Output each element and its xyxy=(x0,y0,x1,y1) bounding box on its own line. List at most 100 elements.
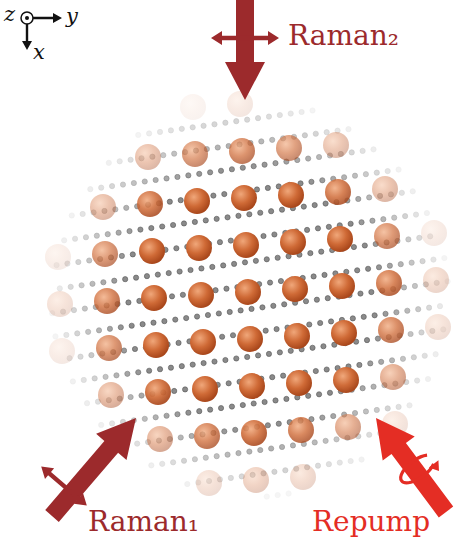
lattice-site xyxy=(181,458,186,463)
lattice-site xyxy=(229,167,234,172)
lattice-site xyxy=(121,348,126,353)
lattice-site xyxy=(413,212,418,217)
lattice-site xyxy=(133,275,138,280)
atom xyxy=(141,285,167,311)
lattice-site xyxy=(419,330,424,335)
lattice-site xyxy=(177,269,182,274)
lattice-site xyxy=(375,336,380,341)
lattice-site xyxy=(283,468,288,473)
lattice-site xyxy=(160,461,165,466)
lattice-site xyxy=(179,126,184,131)
lattice-site xyxy=(394,310,399,315)
lattice-site xyxy=(172,388,177,393)
lattice-site xyxy=(186,410,191,415)
lattice-site xyxy=(179,364,184,369)
lattice-site xyxy=(323,438,328,443)
lattice-site xyxy=(155,272,160,277)
lattice-site xyxy=(75,331,80,336)
lattice-site xyxy=(270,137,275,142)
lattice-site xyxy=(346,127,351,132)
lattice-site xyxy=(190,362,195,367)
lattice-site xyxy=(442,255,447,260)
lattice-site xyxy=(119,253,124,258)
lattice-site xyxy=(262,162,267,167)
lattice-site xyxy=(186,173,191,178)
lattice-site xyxy=(263,328,268,333)
lattice-site xyxy=(400,356,405,361)
lattice-site xyxy=(135,441,140,446)
lattice-site xyxy=(205,312,210,317)
lattice-site xyxy=(96,328,101,333)
lattice-site xyxy=(306,156,311,161)
polarization-arrow xyxy=(41,467,87,506)
lattice-site xyxy=(199,266,204,271)
lattice-site xyxy=(157,129,162,134)
atom xyxy=(45,244,71,270)
lattice-site xyxy=(406,237,411,242)
lattice-site xyxy=(264,494,269,499)
atom xyxy=(192,376,218,402)
lattice-site xyxy=(62,238,67,243)
lattice-site xyxy=(326,224,331,229)
lattice-site xyxy=(233,427,238,432)
lattice-site xyxy=(212,359,217,364)
lattice-site xyxy=(383,311,388,316)
lattice-site xyxy=(247,212,252,217)
lattice-site xyxy=(359,457,364,462)
lattice-site xyxy=(57,286,62,291)
lattice-site xyxy=(358,291,363,296)
lattice-site xyxy=(64,332,69,337)
lattice-site xyxy=(365,266,370,271)
lattice-site xyxy=(407,403,412,408)
lattice-site xyxy=(214,454,219,459)
lattice-site xyxy=(326,462,331,467)
lattice-site xyxy=(254,187,259,192)
lattice-site xyxy=(316,392,321,397)
axis-label: y xyxy=(66,6,78,27)
lattice-site xyxy=(304,227,309,232)
lattice-site xyxy=(278,278,283,283)
lattice-site xyxy=(313,368,318,373)
lattice-site xyxy=(363,409,368,414)
lattice-site xyxy=(324,367,329,372)
lattice-site xyxy=(307,322,312,327)
atom xyxy=(184,188,210,214)
lattice-site xyxy=(144,274,149,279)
lattice-site xyxy=(101,280,106,285)
lattice-site xyxy=(266,351,271,356)
atom xyxy=(196,470,222,496)
lattice-site xyxy=(425,376,430,381)
lattice-site xyxy=(288,111,293,116)
lattice-site xyxy=(355,268,360,273)
lattice-site xyxy=(238,308,243,313)
lattice-site xyxy=(251,164,256,169)
lattice-site xyxy=(422,353,427,358)
lattice-site xyxy=(240,165,245,170)
lattice-site xyxy=(351,244,356,249)
atom xyxy=(282,276,308,302)
lattice-site xyxy=(410,189,415,194)
lattice-site xyxy=(225,452,230,457)
atom xyxy=(233,232,259,258)
lattice-site xyxy=(231,261,236,266)
lattice-site xyxy=(249,306,254,311)
lattice-site xyxy=(147,131,152,136)
lattice-site xyxy=(124,205,129,210)
lattice-site xyxy=(367,432,372,437)
lattice-site xyxy=(405,308,410,313)
lattice-site xyxy=(109,184,114,189)
lattice-site xyxy=(223,357,228,362)
atom xyxy=(235,279,261,305)
lattice-site xyxy=(245,354,250,359)
lattice-site xyxy=(334,437,339,442)
lattice-site xyxy=(218,406,223,411)
lattice-site xyxy=(194,314,199,319)
lattice-site xyxy=(223,120,228,125)
lattice-site xyxy=(149,225,154,230)
lattice-site xyxy=(87,258,92,263)
lattice-site xyxy=(281,373,286,378)
lattice-site xyxy=(360,148,365,153)
atom xyxy=(49,338,75,364)
lattice-site xyxy=(103,374,108,379)
